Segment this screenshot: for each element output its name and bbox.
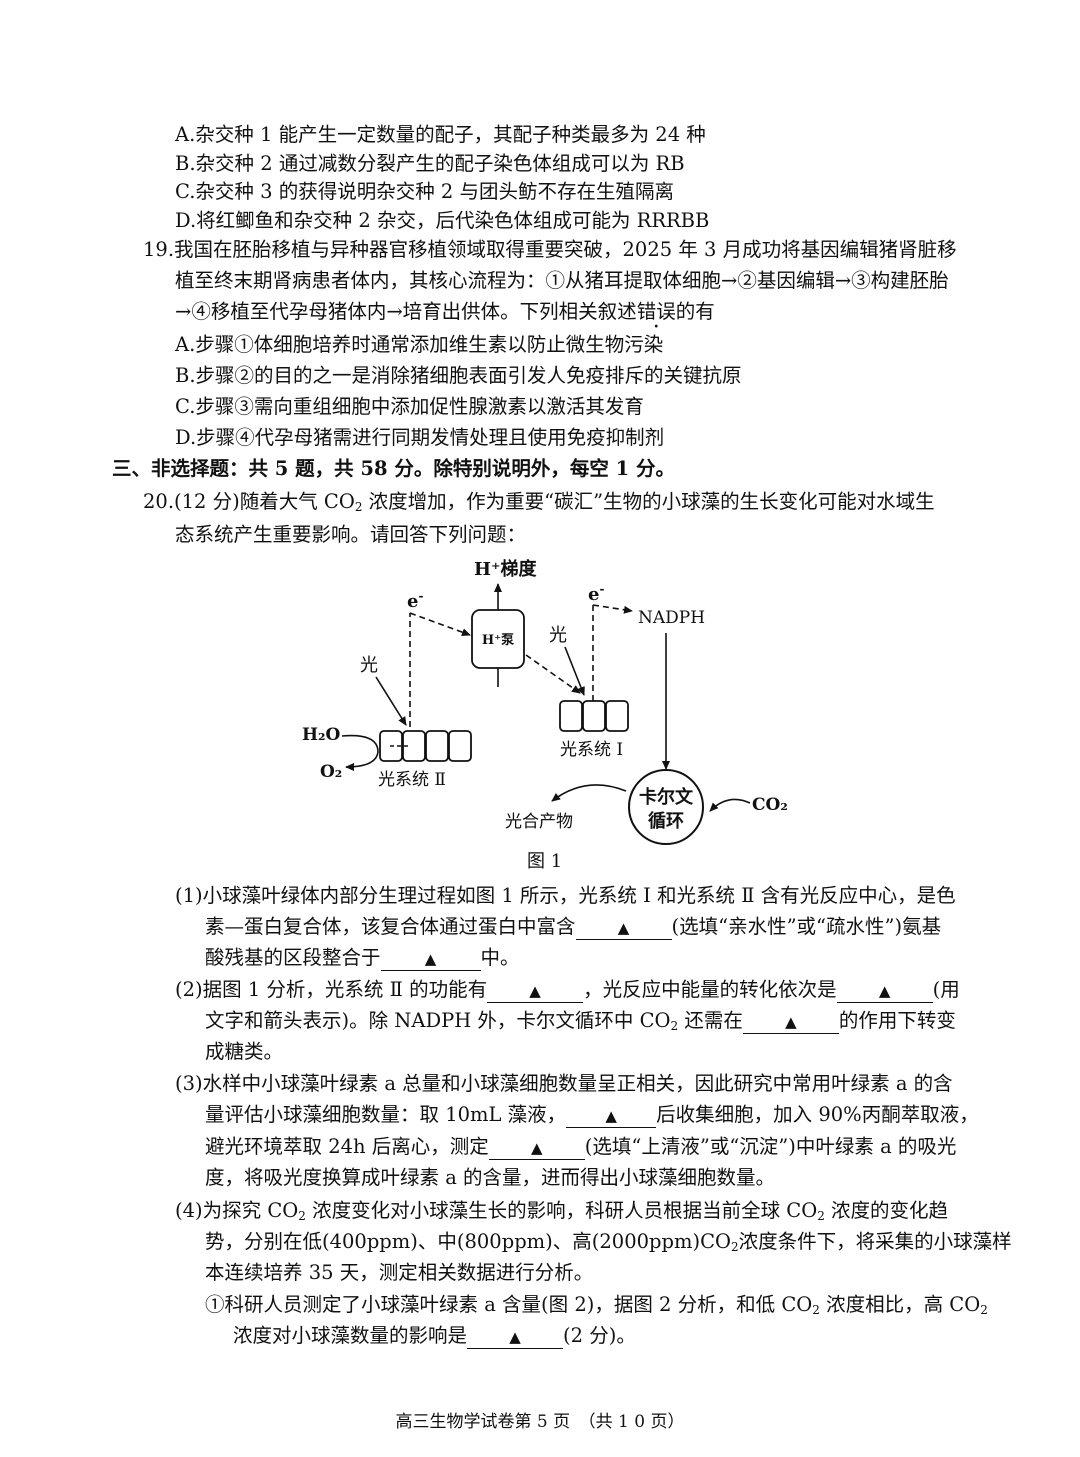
q19-stem-line3: →④移植至代孕母猪体内→培育出供体。下列相关叙述错误的有 (175, 298, 715, 326)
electron-label-left: e- (407, 589, 423, 612)
q20-p3-line3: 避光环境萃取 24h 后离心，测定▲(选填“上清液”或“沉淀”)中叶绿素 a 的… (205, 1135, 957, 1160)
answer-blank-1[interactable]: ▲ (575, 916, 672, 940)
answer-blank-2[interactable]: ▲ (380, 947, 481, 971)
ps1-unit-1 (559, 700, 583, 732)
q19-option-c: C.步骤③需向重组细胞中添加促性腺激素以激活其发育 (175, 395, 644, 418)
answer-blank-7[interactable]: ▲ (488, 1136, 585, 1160)
q20-p2-line2: 文字和箭头表示)。除 NADPH 外，卡尔文循环中 CO2 还需在▲的作用下转变 (205, 1009, 956, 1034)
nadph-label: NADPH (638, 608, 705, 628)
q19-stem-line2: 植至终末期肾病患者体内，其核心流程为：①从猪耳提取体细胞→②基因编辑→③构建胚胎 (175, 269, 949, 292)
h-gradient-label: H⁺梯度 (474, 558, 538, 580)
light-label-right: 光 (549, 625, 567, 646)
q20-p4-line3: 本连续培养 35 天，测定相关数据进行分析。 (205, 1261, 594, 1284)
q19-stem-line1: 19.我国在胚胎移植与异种器官移植领域取得重要突破，2025 年 3 月成功将基… (143, 238, 957, 261)
ps1-label: 光系统 Ⅰ (560, 740, 623, 760)
figure-1-diagram: H⁺梯度 H⁺泵 e- e- NADPH 光 光 光系统 Ⅰ 光系统 Ⅱ H₂O… (302, 558, 788, 872)
answer-blank-6[interactable]: ▲ (566, 1104, 657, 1128)
answer-blank-3[interactable]: ▲ (487, 979, 584, 1003)
calvin-label-2: 循环 (648, 810, 684, 832)
ps1-unit-3 (605, 700, 629, 732)
q18-option-d: D.将红鲫鱼和杂交种 2 杂交，后代染色体组成可能为 RRRBB (175, 209, 710, 232)
ps2-unit-2 (402, 730, 426, 762)
q18-option-a: A.杂交种 1 能产生一定数量的配子，其配子种类最多为 24 种 (175, 123, 706, 146)
light-label-left: 光 (360, 655, 378, 676)
product-label: 光合产物 (505, 812, 573, 832)
q19-option-b: B.步骤②的目的之一是消除猪细胞表面引发人免疫排斥的关键抗原 (175, 364, 742, 387)
figure-1-caption: 图 1 (527, 851, 562, 872)
q20-p2-line3: 成糖类。 (205, 1040, 284, 1063)
q20-p1-line1: (1)小球藻叶绿体内部分生理过程如图 1 所示，光系统 Ⅰ 和光系统 Ⅱ 含有光… (175, 884, 956, 907)
q19-option-d: D.步骤④代孕母猪需进行同期发情处理且使用免疫抑制剂 (175, 426, 665, 449)
q20-intro-line1: 20.(12 分)随着大气 CO2 浓度增加，作为重要“碳汇”生物的小球藻的生长… (143, 490, 935, 514)
q19-option-a: A.步骤①体细胞培养时通常添加维生素以防止微生物污染 (175, 333, 664, 356)
q20-p4-line1: (4)为探究 CO2 浓度变化对小球藻生长的影响，科研人员根据当前全球 CO2 … (175, 1199, 949, 1223)
q20-p3-line1: (3)水样中小球藻叶绿素 a 总量和小球藻细胞数量呈正相关，因此研究中常用叶绿素… (175, 1072, 953, 1095)
q20-p4-line2: 势，分别在低(400ppm)、中(800ppm)、高(2000ppm)CO2浓度… (205, 1230, 1012, 1254)
page-footer: 高三生物学试卷第 5 页 （共 1 0 页） (395, 1412, 685, 1432)
o2-label: O₂ (320, 762, 342, 782)
q20-p2-line1: (2)据图 1 分析，光系统 Ⅱ 的功能有▲，光反应中能量的转化依次是▲(用 (175, 978, 960, 1003)
co2-label: CO₂ (752, 795, 788, 815)
q20-p1-line2: 素—蛋白复合体，该复合体通过蛋白中富含▲(选填“亲水性”或“疏水性”)氨基 (205, 915, 942, 940)
calvin-cycle-circle (628, 769, 704, 845)
ps2-label: 光系统 Ⅱ (378, 770, 446, 790)
ps2-unit-4 (448, 730, 472, 762)
ps1-unit-2 (582, 700, 606, 732)
h2o-label: H₂O (302, 725, 341, 745)
answer-blank-5[interactable]: ▲ (742, 1010, 839, 1034)
q20-p4-sub1-line2: 浓度对小球藻数量的影响是▲(2 分)。 (233, 1324, 636, 1349)
q18-option-b: B.杂交种 2 通过减数分裂产生的配子染色体组成可以为 RB (175, 152, 685, 175)
answer-blank-4[interactable]: ▲ (836, 979, 933, 1003)
q20-p1-line3: 酸残基的区段整合于▲中。 (205, 946, 520, 971)
q20-p3-line4: 度，将吸光度换算成叶绿素 a 的含量，进而得出小球藻细胞数量。 (205, 1166, 776, 1189)
q18-option-c: C.杂交种 3 的获得说明杂交种 2 与团头鲂不存在生殖隔离 (175, 180, 675, 203)
h-pump-label: H⁺泵 (482, 633, 514, 648)
q20-p4-sub1-line1: ①科研人员测定了小球藻叶绿素 a 含量(图 2)，据图 2 分析，和低 CO2 … (205, 1293, 988, 1317)
electron-label-right: e- (588, 582, 604, 605)
answer-blank-8[interactable]: ▲ (467, 1325, 564, 1349)
section-heading: 三、非选择题：共 5 题，共 58 分。除特别说明外，每空 1 分。 (112, 457, 676, 480)
q19-emphasis: 错误 (637, 300, 676, 323)
q20-intro-line2: 态系统产生重要影响。请回答下列问题： (175, 523, 527, 546)
calvin-label-1: 卡尔文 (639, 786, 694, 808)
q20-p3-line2: 量评估小球藻细胞数量：取 10mL 藻液，▲后收集细胞，加入 90%丙酮萃取液， (205, 1103, 979, 1128)
ps2-unit-3 (425, 730, 449, 762)
